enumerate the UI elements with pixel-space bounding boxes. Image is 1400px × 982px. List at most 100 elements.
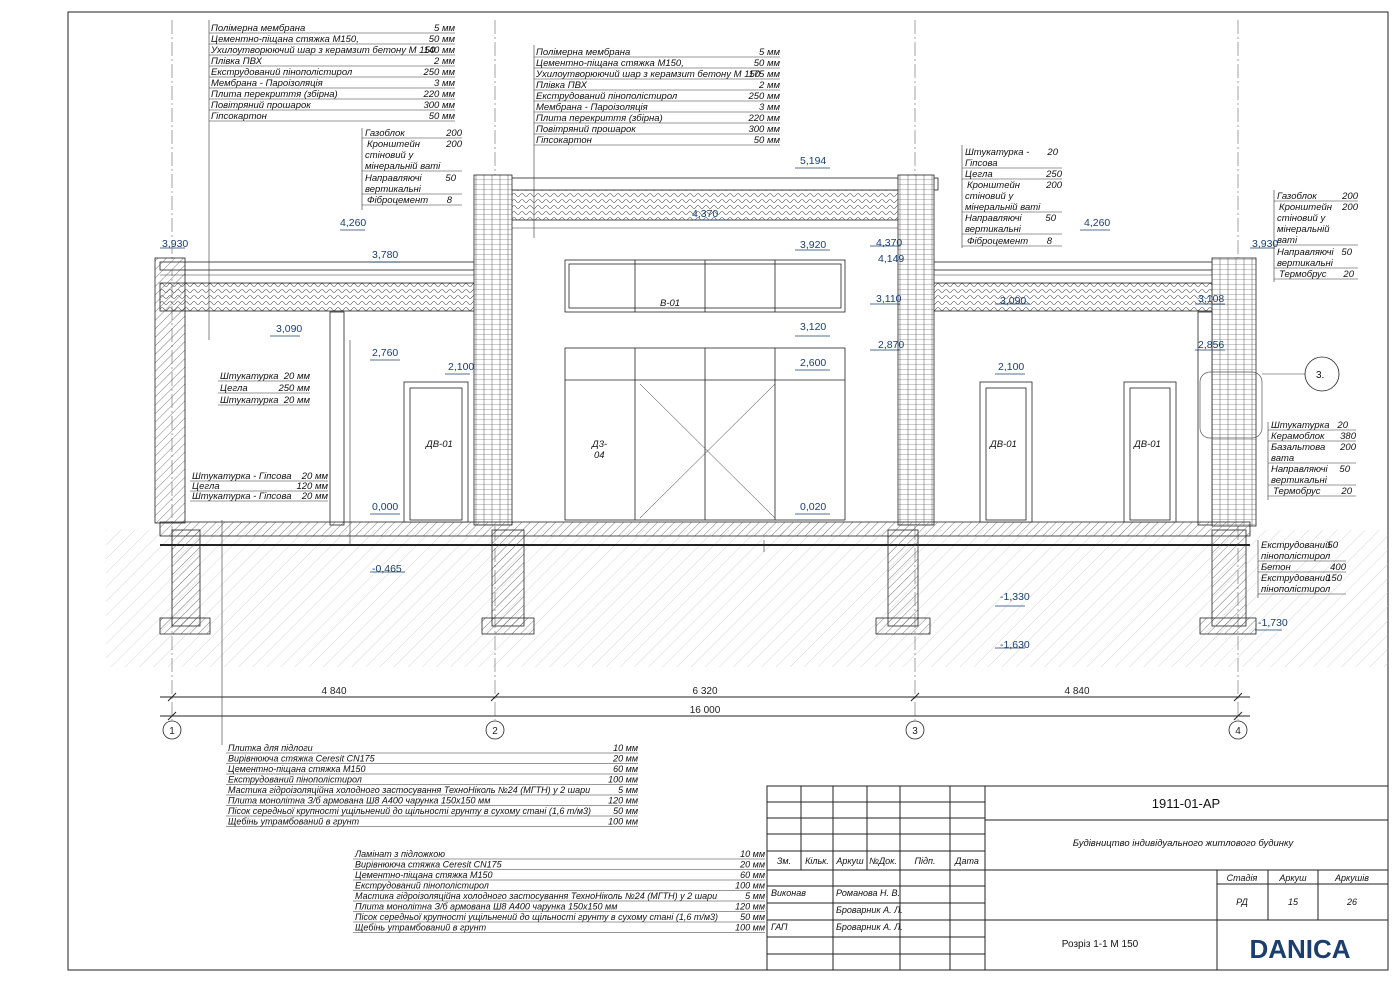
parapet-right-name: Направляючі bbox=[965, 213, 1023, 224]
roof-left-layer-name: Полімерна мембрана bbox=[211, 23, 305, 34]
parapet-right-name: мінеральній ваті bbox=[965, 202, 1041, 213]
inner-wall-2-layer-name: Штукатурка - Гіпсова bbox=[192, 471, 292, 482]
ext-wall-right-name: Базальтова bbox=[1271, 442, 1325, 453]
sheets-header: Аркушів bbox=[1334, 873, 1369, 883]
ground-hatch bbox=[106, 530, 1388, 667]
inner-wall-1-layer-value: 20 мм bbox=[283, 371, 311, 382]
roof-center-layer-value: 50 мм bbox=[754, 58, 781, 69]
floor-tile-layer-value: 60 мм bbox=[613, 764, 638, 774]
level-l3930b: 3,930 bbox=[1252, 238, 1278, 250]
glazed-entrance bbox=[564, 347, 846, 521]
roof-slab-left bbox=[159, 282, 496, 312]
inner-wall-2-layer-value: 20 мм bbox=[301, 471, 329, 482]
roof-center-layer-name: Екструдований пінополістирол bbox=[536, 91, 678, 102]
parapet-right-value: 200 bbox=[1045, 180, 1063, 191]
role-performer: Виконав bbox=[771, 888, 806, 898]
project-title: Будівництво індивідуального житлового бу… bbox=[1073, 838, 1295, 849]
floor-tile-layer-name: Щебінь утрамбований в грунт bbox=[228, 817, 360, 827]
floor-tile-layer-name: Цементно-піщана стяжка М150 bbox=[228, 764, 366, 774]
parapet-right-value: 250 bbox=[1045, 169, 1063, 180]
floor-laminate-layer-name: Вирівнююча стяжка Ceresit CN175 bbox=[355, 860, 503, 870]
inner-wall-2-layer-value: 120 мм bbox=[296, 481, 328, 492]
roof-membrane-center bbox=[479, 177, 939, 191]
level-lm0465: -0,465 bbox=[372, 563, 402, 575]
dim-2: 6 320 bbox=[692, 686, 717, 697]
danica-logo: DANICA bbox=[1249, 934, 1350, 964]
axis-label-4: 4 bbox=[1235, 726, 1241, 737]
roof-center-layer-name: Гіпсокартон bbox=[536, 135, 593, 146]
level-l0020: 0,020 bbox=[800, 501, 826, 513]
foundation-right-name: пінополістирол bbox=[1261, 551, 1331, 562]
level-l2856: 2,856 bbox=[1198, 339, 1224, 351]
level-marks bbox=[160, 167, 1282, 649]
doors bbox=[403, 381, 1177, 523]
inner-wall-1-layer-name: Цегла bbox=[220, 383, 248, 394]
tb-header: Зм. bbox=[777, 856, 791, 866]
tb-header: Дата bbox=[954, 856, 979, 866]
roof-left-layer-name: Повітряний прошарок bbox=[211, 100, 311, 111]
floor-tile-layer-value: 50 мм bbox=[613, 806, 638, 816]
wall-far-right-value: 20 bbox=[1342, 269, 1354, 280]
roof-center-layer-name: Повітряний прошарок bbox=[536, 124, 636, 135]
floor-laminate-layer-value: 100 мм bbox=[735, 923, 765, 933]
sheets-value: 26 bbox=[1346, 897, 1357, 907]
door-main-mark: 04 bbox=[594, 450, 605, 461]
roof-left-layer-value: 250 мм bbox=[422, 67, 455, 78]
floor-tile-layer-name: Мастика гідроізоляційна холодного застос… bbox=[228, 785, 590, 795]
parapet-right-value: 50 bbox=[1045, 213, 1056, 224]
parapet-left-name: Газоблок bbox=[365, 128, 405, 139]
wall-far-right-name: вертикальні bbox=[1277, 258, 1334, 269]
wall-far-right-name: мінеральній bbox=[1277, 224, 1330, 235]
roof-center-layer-value: 2 мм bbox=[758, 80, 780, 91]
floor-laminate-layer-name: Цементно-піщана стяжка М150 bbox=[355, 870, 493, 880]
parapet-right-name: Фіброцемент bbox=[967, 236, 1028, 247]
leaders bbox=[208, 20, 1275, 745]
floor-slab bbox=[159, 521, 1251, 537]
foundation-right-name: пінополістирол bbox=[1261, 584, 1331, 595]
floor-tile-layer-value: 20 мм bbox=[612, 754, 638, 764]
foundation-right-name: Екструдований bbox=[1261, 573, 1331, 584]
dim-3: 4 840 bbox=[1064, 686, 1089, 697]
ext-wall-right-value: 50 bbox=[1339, 464, 1350, 475]
door-mark-2: ДВ-01 bbox=[989, 439, 1017, 450]
partition-left bbox=[329, 311, 345, 526]
roof-center-layer-name: Плита перекриття (збірна) bbox=[536, 113, 663, 124]
foundation-right-value: 150 bbox=[1326, 573, 1343, 584]
wall-axis-3 bbox=[897, 174, 935, 526]
door-mark-1: ДВ-01 bbox=[425, 439, 453, 450]
roof-left-layer-name: Цементно-піщана стяжка М150, bbox=[211, 34, 359, 45]
roof-center-layer-name: Ухилоутворюючий шар з керамзит бетону М … bbox=[535, 69, 761, 80]
wall-far-right-name: Направляючі bbox=[1277, 247, 1335, 258]
floor-laminate-layer-name: Пісок середньої крупності ущільнений до … bbox=[355, 912, 718, 922]
level-l4149: 4,149 bbox=[878, 253, 904, 265]
axis-label-3: 3 bbox=[912, 726, 918, 737]
parapet-left-value: 50 bbox=[445, 173, 456, 184]
ext-wall-right-value: 200 bbox=[1339, 442, 1357, 453]
inner-wall-2-layer-value: 20 мм bbox=[301, 491, 329, 502]
dimension-lines bbox=[160, 692, 1250, 721]
parapet-left-value: 8 bbox=[447, 195, 453, 206]
level-l2870: 2,870 bbox=[878, 339, 904, 351]
tb-header: №Док. bbox=[869, 856, 897, 866]
wall-far-right-value: 200 bbox=[1341, 202, 1359, 213]
roof-center-layer-name: Мембрана - Пароізоляція bbox=[536, 102, 648, 113]
tb-header: Аркуш bbox=[835, 856, 864, 866]
window-upper bbox=[564, 259, 846, 313]
door-mark-3: ДВ-01 bbox=[1133, 439, 1161, 450]
floor-tile-layer-name: Вирівнююча стяжка Ceresit CN175 bbox=[228, 754, 376, 764]
floor-tile-layer-name: Плитка для підлоги bbox=[228, 743, 313, 753]
roof-left-layer-name: Мембрана - Пароізоляція bbox=[211, 78, 323, 89]
roof-left-layer-name: Плівка ПВХ bbox=[211, 56, 263, 67]
level-l3108: 3,108 bbox=[1198, 293, 1224, 305]
dim-1: 4 840 bbox=[321, 686, 346, 697]
parapet-left-value: 200 bbox=[445, 139, 463, 150]
level-lm1330: -1,330 bbox=[1000, 591, 1030, 603]
roof-center-layer-value: 220 мм bbox=[747, 113, 780, 124]
level-l2100b: 2,100 bbox=[998, 361, 1024, 373]
level-l3930a: 3,930 bbox=[162, 238, 188, 250]
window-mark: В-01 bbox=[660, 298, 680, 309]
callout-circle bbox=[1304, 356, 1340, 392]
ext-wall-right-value: 20 bbox=[1340, 486, 1352, 497]
